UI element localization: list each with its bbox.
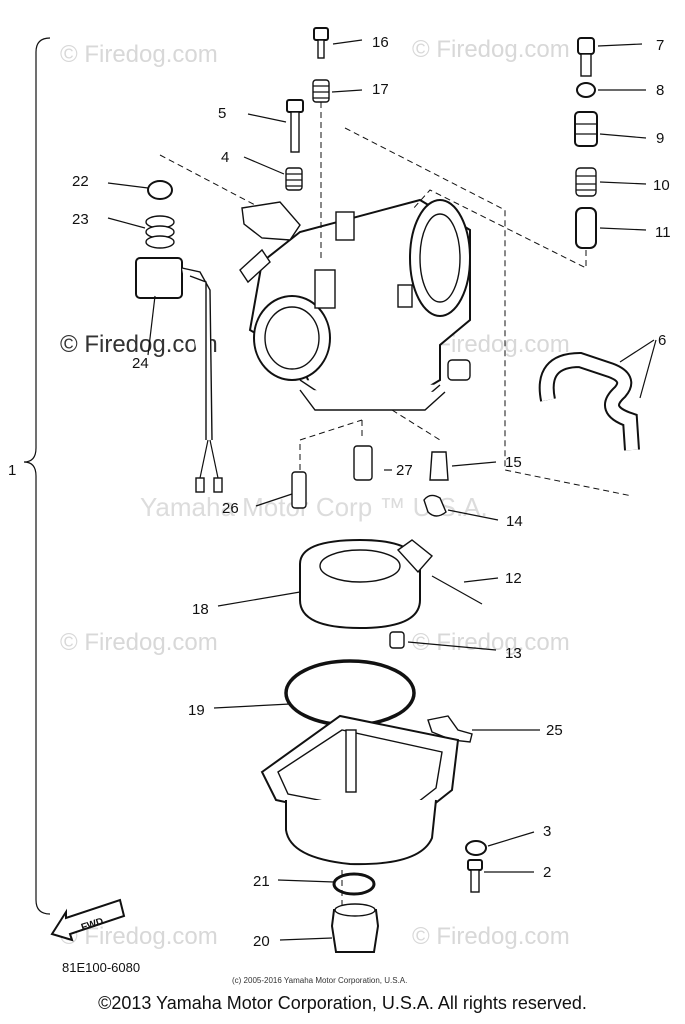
watermark: © Firedog.com xyxy=(412,923,570,950)
screw-5 xyxy=(286,99,304,153)
float-18 xyxy=(299,538,434,630)
nut-8 xyxy=(576,82,596,98)
part-label-14: 14 xyxy=(506,513,523,530)
part-label-15: 15 xyxy=(505,454,522,471)
bracket-25 xyxy=(427,715,473,743)
part-label-25: 25 xyxy=(546,722,563,739)
gasket-19 xyxy=(284,659,416,727)
part-label-7: 7 xyxy=(656,37,664,54)
watermark: © Firedog.com xyxy=(412,36,570,63)
cap-22 xyxy=(147,180,173,200)
part-label-26: 26 xyxy=(222,500,239,517)
valve-11 xyxy=(575,207,597,249)
assembly-bracket xyxy=(23,37,51,915)
pin-12 xyxy=(431,575,483,605)
hose-6 xyxy=(538,351,640,451)
part-label-10: 10 xyxy=(653,177,670,194)
oring-21 xyxy=(332,872,376,896)
part-label-18: 18 xyxy=(192,601,209,618)
part-label-1: 1 xyxy=(8,462,16,479)
spring-10 xyxy=(575,167,597,197)
jet-27 xyxy=(353,445,373,481)
diagram-code: 81E100-6080 xyxy=(62,960,140,975)
part-label-22: 22 xyxy=(72,173,89,190)
watermark: © Firedog.com xyxy=(60,41,218,68)
footer-copyright: ©2013 Yamaha Motor Corporation, U.S.A. A… xyxy=(98,993,587,1013)
part-label-13: 13 xyxy=(505,645,522,662)
valve-13 xyxy=(389,631,405,649)
part-label-12: 12 xyxy=(505,570,522,587)
watermark: © Firedog.com xyxy=(60,629,218,656)
spring-4 xyxy=(285,167,303,191)
part-label-3: 3 xyxy=(543,823,551,840)
part-label-20: 20 xyxy=(253,933,270,950)
part-label-16: 16 xyxy=(372,34,389,51)
fitting-9 xyxy=(574,111,598,147)
screw-2 xyxy=(467,859,483,893)
spring-23 xyxy=(145,215,175,249)
watermark: © Firedog.com xyxy=(412,629,570,656)
part-label-2: 2 xyxy=(543,864,551,881)
needle-valve-15 xyxy=(429,451,449,481)
drain-plug-20 xyxy=(330,903,380,953)
sensor-24 xyxy=(135,257,223,493)
screw-7 xyxy=(577,37,595,77)
part-label-23: 23 xyxy=(72,211,89,228)
part-label-4: 4 xyxy=(221,149,229,166)
small-copyright: (c) 2005-2016 Yamaha Motor Corporation, … xyxy=(232,976,407,985)
spring-17 xyxy=(312,79,330,103)
watermark: © Firedog.com xyxy=(60,331,218,358)
part-label-21: 21 xyxy=(253,873,270,890)
part-label-9: 9 xyxy=(656,130,664,147)
float-bowl xyxy=(260,714,460,866)
carburetor-body xyxy=(239,198,471,411)
part-label-11: 11 xyxy=(655,224,671,241)
part-label-8: 8 xyxy=(656,82,664,99)
washer-3 xyxy=(465,840,487,856)
part-label-17: 17 xyxy=(372,81,389,98)
part-label-24: 24 xyxy=(132,355,149,372)
screw-16 xyxy=(313,27,329,59)
part-label-6: 6 xyxy=(658,332,666,349)
part-label-19: 19 xyxy=(188,702,205,719)
part-label-27: 27 xyxy=(396,462,413,479)
clip-14 xyxy=(423,494,447,517)
jet-26 xyxy=(291,471,307,509)
part-label-5: 5 xyxy=(218,105,226,122)
